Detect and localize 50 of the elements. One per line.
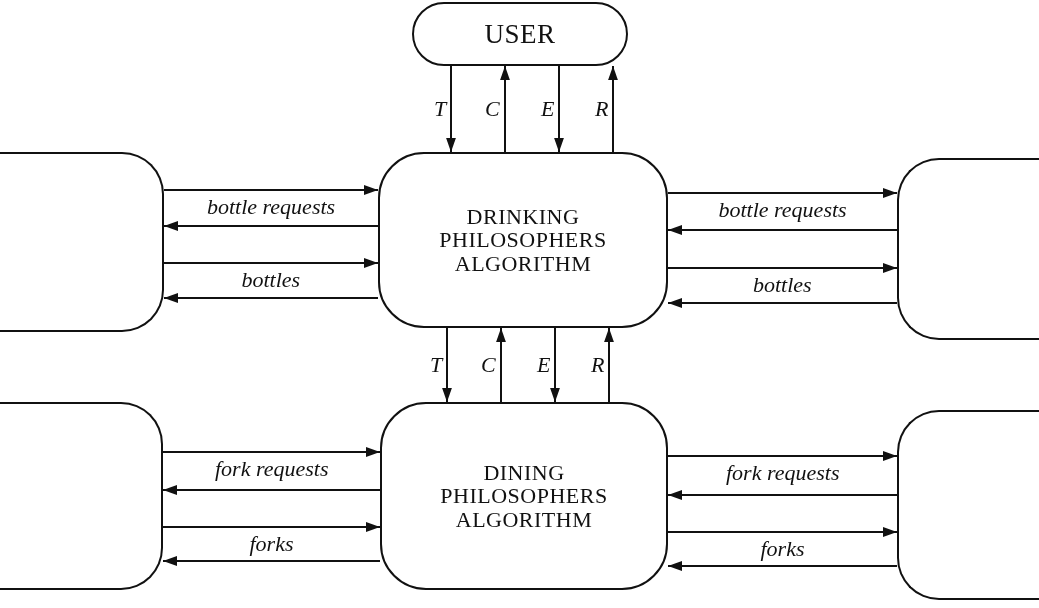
process-box: [412, 2, 628, 66]
arrow: [163, 293, 379, 303]
edge-label: fork requests: [726, 462, 840, 484]
edge-label: fork requests: [215, 458, 329, 480]
edge-label: T: [430, 354, 443, 376]
arrow: [667, 451, 898, 461]
rounded-box: [0, 402, 163, 590]
edge-label: R: [595, 98, 609, 120]
rounded-box: [0, 152, 164, 332]
arrow: [162, 485, 381, 495]
arrow: [608, 65, 618, 153]
arrow: [667, 263, 898, 273]
arrow: [667, 527, 898, 537]
arrow: [162, 556, 381, 566]
edge-label: R: [591, 354, 605, 376]
arrow: [163, 221, 379, 231]
edge-label: bottles: [753, 274, 812, 296]
rounded-box: [897, 410, 1039, 600]
arrow: [163, 185, 379, 195]
process-box: [378, 152, 668, 328]
edge-label: forks: [760, 538, 805, 560]
node-label: DINING PHILOSOPHERS ALGORITHM: [439, 461, 609, 531]
rounded-box: [897, 158, 1039, 340]
arrow: [446, 65, 456, 153]
node-label: DRINKING PHILOSOPHERS ALGORITHM: [438, 205, 608, 275]
arrow: [667, 561, 898, 571]
arrow: [496, 327, 506, 403]
arrow: [162, 447, 381, 457]
arrow: [604, 327, 614, 403]
arrow: [667, 490, 898, 500]
arrow: [163, 258, 379, 268]
edge-label: C: [485, 98, 500, 120]
arrow: [162, 522, 381, 532]
edge-label: E: [537, 354, 551, 376]
edge-label: bottle requests: [718, 199, 847, 221]
arrow: [442, 327, 452, 403]
arrow: [667, 188, 898, 198]
edge-label: forks: [249, 533, 294, 555]
edge-label: C: [481, 354, 496, 376]
arrow: [554, 65, 564, 153]
arrow: [500, 65, 510, 153]
arrow: [667, 225, 898, 235]
edge-label: bottles: [241, 269, 301, 291]
process-box: [380, 402, 668, 590]
edge-label: T: [434, 98, 447, 120]
arrow: [550, 327, 560, 403]
edge-label: E: [541, 98, 555, 120]
node-label: USER: [484, 19, 556, 49]
edge-label: bottle requests: [207, 196, 336, 218]
arrow: [667, 298, 898, 308]
